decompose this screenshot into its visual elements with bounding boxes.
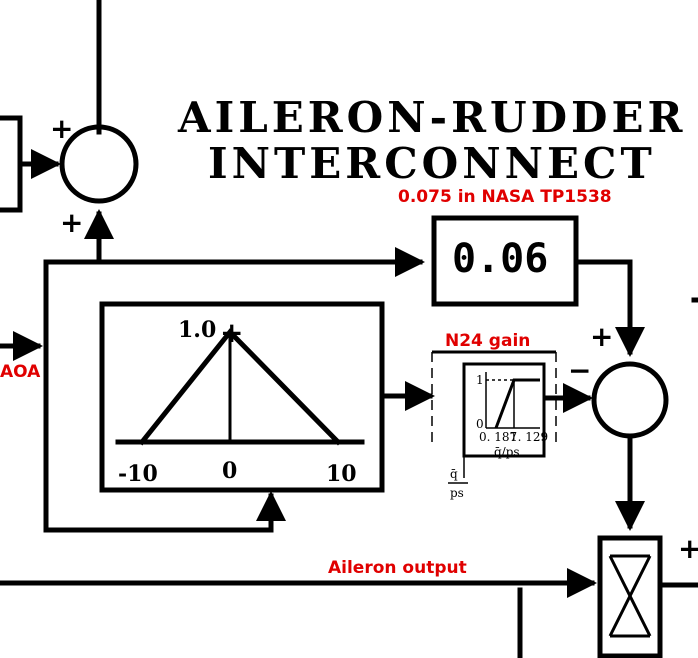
aoa-peak-marker: +	[220, 316, 243, 349]
title-line-1: AILERON-RUDDER	[177, 93, 686, 142]
right-summer-top-sign: +	[590, 320, 613, 353]
n24-y-bottom-label: 0	[476, 417, 484, 431]
top-summer-left-sign: +	[50, 112, 73, 145]
title-line-2: INTERCONNECT	[208, 139, 656, 188]
top-summing-junction	[59, 124, 139, 204]
right-summer-left-sign: −	[568, 354, 591, 387]
n24-input-label-numerator: q̄	[450, 467, 458, 481]
left-partial-block	[0, 115, 23, 213]
multiplier-right-sign: +	[678, 532, 698, 565]
n24-x-right-label: 1. 129	[510, 430, 548, 444]
n24-x-axis-label: q̄/ps	[494, 445, 520, 459]
gain-value: 0.06	[452, 236, 548, 282]
n24-gain-label: N24 gain	[445, 331, 530, 351]
aoa-label: AOA	[0, 362, 41, 382]
signal-bottom-path	[43, 491, 286, 533]
aoa-x-label-right: 10	[326, 461, 357, 487]
aoa-x-label-center: 0	[222, 458, 237, 484]
aoa-x-label-left: -10	[118, 461, 158, 487]
nasa-note: 0.075 in NASA TP1538	[398, 187, 612, 207]
n24-gain-curve	[494, 378, 540, 429]
multiplier-block	[597, 535, 663, 658]
aoa-peak-label: 1.0	[178, 317, 216, 343]
n24-x-left-label: 0. 187	[479, 430, 517, 444]
n24-y-top-label: 1	[476, 373, 484, 387]
n24-input-label-denominator: ps	[450, 486, 464, 500]
top-summer-bottom-sign: +	[60, 206, 83, 239]
aileron-output-label: Aileron output	[328, 558, 467, 578]
n24-gain-block	[462, 362, 546, 458]
signal-top-path	[43, 247, 425, 533]
right-summing-junction	[591, 361, 669, 439]
multiplier-cross-b	[608, 555, 652, 637]
gain-to-right-summer	[575, 259, 645, 357]
